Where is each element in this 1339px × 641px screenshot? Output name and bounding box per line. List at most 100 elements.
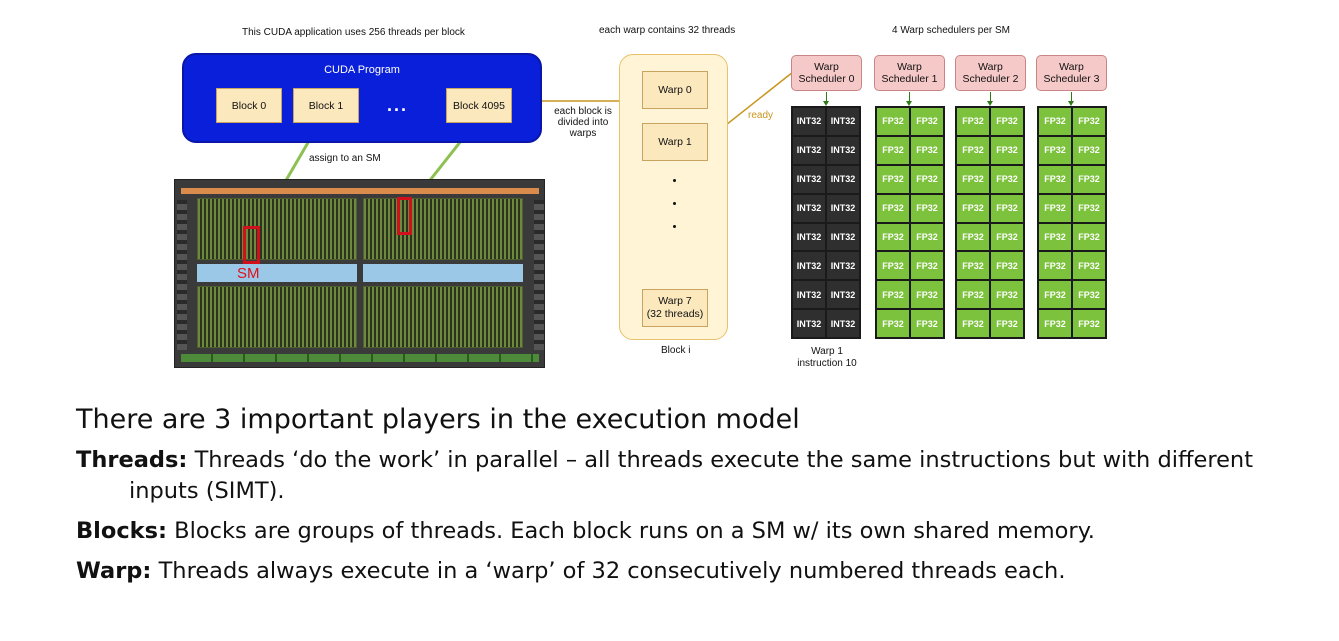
fp32-unit: FP32 (991, 108, 1023, 135)
intro-heading: There are 3 important players in the exe… (76, 404, 800, 435)
int32-unit: INT32 (793, 223, 825, 251)
l2-cache-right (363, 264, 523, 282)
fp32-unit: FP32 (1073, 310, 1105, 337)
scheduler-label-line2: Scheduler 1 (881, 73, 938, 85)
warp-7: Warp 7 (32 threads) (642, 289, 708, 327)
caption-schedulers: 4 Warp schedulers per SM (892, 25, 1011, 36)
ellipsis-dot (673, 202, 676, 205)
l2-cache-left (197, 264, 357, 282)
scheduler-label-line1: Warp (978, 61, 1003, 73)
ready-label: ready (748, 110, 774, 121)
block-i-label: Block i (661, 345, 691, 356)
down-arrow-icon (906, 92, 912, 106)
fp32-unit: FP32 (1073, 281, 1105, 309)
int32-unit: INT32 (827, 223, 859, 251)
instruction-line1: Warp 1 (811, 346, 843, 357)
fp32-unit: FP32 (1039, 252, 1071, 280)
scheduler-label-line2: Scheduler 2 (962, 73, 1019, 85)
fp32-unit: FP32 (911, 252, 943, 280)
scheduler-label-line1: Warp (897, 61, 922, 73)
ellipsis-dot (673, 225, 676, 228)
fp32-unit: FP32 (877, 165, 909, 193)
int32-unit: INT32 (793, 281, 825, 309)
gpu-die-image (174, 179, 545, 368)
fp32-unit: FP32 (991, 252, 1023, 280)
point-blocks: Blocks: Blocks are groups of threads. Ea… (76, 516, 1326, 547)
fp32-unit: FP32 (877, 223, 909, 251)
warp-scheduler-3: Warp Scheduler 3 (1036, 55, 1107, 91)
fp32-unit: FP32 (957, 223, 989, 251)
fp32-unit: FP32 (1073, 252, 1105, 280)
block-4095: Block 4095 (446, 88, 512, 123)
fp32-unit: FP32 (957, 136, 989, 164)
fp32-unit: FP32 (877, 281, 909, 309)
down-arrow-icon (987, 92, 993, 106)
int32-unit: INT32 (827, 136, 859, 164)
fp32-unit: FP32 (1073, 108, 1105, 135)
fp32-unit: FP32 (877, 108, 909, 135)
fp32-unit: FP32 (991, 165, 1023, 193)
fp32-unit: FP32 (911, 165, 943, 193)
warp-scheduler-2: Warp Scheduler 2 (955, 55, 1026, 91)
int32-unit: INT32 (827, 281, 859, 309)
fp32-unit: FP32 (911, 194, 943, 222)
warp-7-threads: (32 threads) (646, 308, 704, 320)
fp32-unit: FP32 (957, 310, 989, 337)
fp32-unit: FP32 (911, 310, 943, 337)
warp-0-label: Warp 0 (658, 83, 692, 96)
int32-unit: INT32 (793, 194, 825, 222)
fp32-unit: FP32 (877, 136, 909, 164)
int32-unit: INT32 (827, 252, 859, 280)
scheduler-label-line1: Warp (1059, 61, 1084, 73)
scheduler-label-line1: Warp (814, 61, 839, 73)
fp32-unit: FP32 (1039, 136, 1071, 164)
block-i: Warp 0 Warp 1 Warp 7 (32 threads) (619, 54, 728, 340)
gpu-top-bus (181, 188, 539, 194)
fp32-unit: FP32 (1073, 194, 1105, 222)
point-desc: Blocks are groups of threads. Each block… (174, 518, 1095, 544)
int32-unit: INT32 (793, 252, 825, 280)
fp32-unit: FP32 (1039, 108, 1071, 135)
point-threads: Threads: Threads ‘do the work’ in parall… (76, 445, 1326, 507)
scheduler-label-line2: Scheduler 3 (1043, 73, 1100, 85)
fp32-unit: FP32 (957, 165, 989, 193)
sm-label: SM (237, 265, 260, 282)
fp32-unit: FP32 (991, 194, 1023, 222)
cuda-program: CUDA Program Block 0 Block 1 ... Block 4… (182, 53, 542, 143)
fp32-unit: FP32 (957, 281, 989, 309)
gpu-io-left (177, 200, 187, 350)
sm-highlight (243, 226, 260, 264)
fp32-unit: FP32 (1073, 136, 1105, 164)
warp-scheduler-0: Warp Scheduler 0 (791, 55, 862, 91)
block-1: Block 1 (293, 88, 359, 123)
down-arrow-icon (823, 92, 829, 106)
fp32-unit: FP32 (991, 310, 1023, 337)
fp32-unit: FP32 (1073, 165, 1105, 193)
fp32-unit: FP32 (1073, 223, 1105, 251)
warp-1: Warp 1 (642, 123, 708, 161)
fp32-unit: FP32 (1039, 194, 1071, 222)
ellipsis-dot (673, 179, 676, 182)
fp32-unit: FP32 (911, 223, 943, 251)
fp32-unit: FP32 (991, 223, 1023, 251)
fp32-unit: FP32 (991, 281, 1023, 309)
fp32-unit: FP32 (957, 194, 989, 222)
point-term: Blocks: (76, 518, 168, 544)
fp32-unit: FP32 (877, 194, 909, 222)
warp-scheduler-1: Warp Scheduler 1 (874, 55, 945, 91)
fp32-unit: FP32 (911, 281, 943, 309)
block-ellipsis: ... (387, 95, 409, 115)
int32-unit: INT32 (793, 165, 825, 193)
fp32-unit: FP32 (877, 252, 909, 280)
fp32-unit: FP32 (1039, 281, 1071, 309)
int32-unit: INT32 (793, 136, 825, 164)
body-text: There are 3 important players in the exe… (76, 404, 1326, 596)
fp32-unit: FP32 (877, 310, 909, 337)
block-0: Block 0 (216, 88, 282, 123)
gpu-memory-bus (181, 354, 539, 362)
fp32-unit: FP32 (957, 108, 989, 135)
int32-unit: INT32 (827, 310, 859, 337)
int32-unit: INT32 (827, 194, 859, 222)
